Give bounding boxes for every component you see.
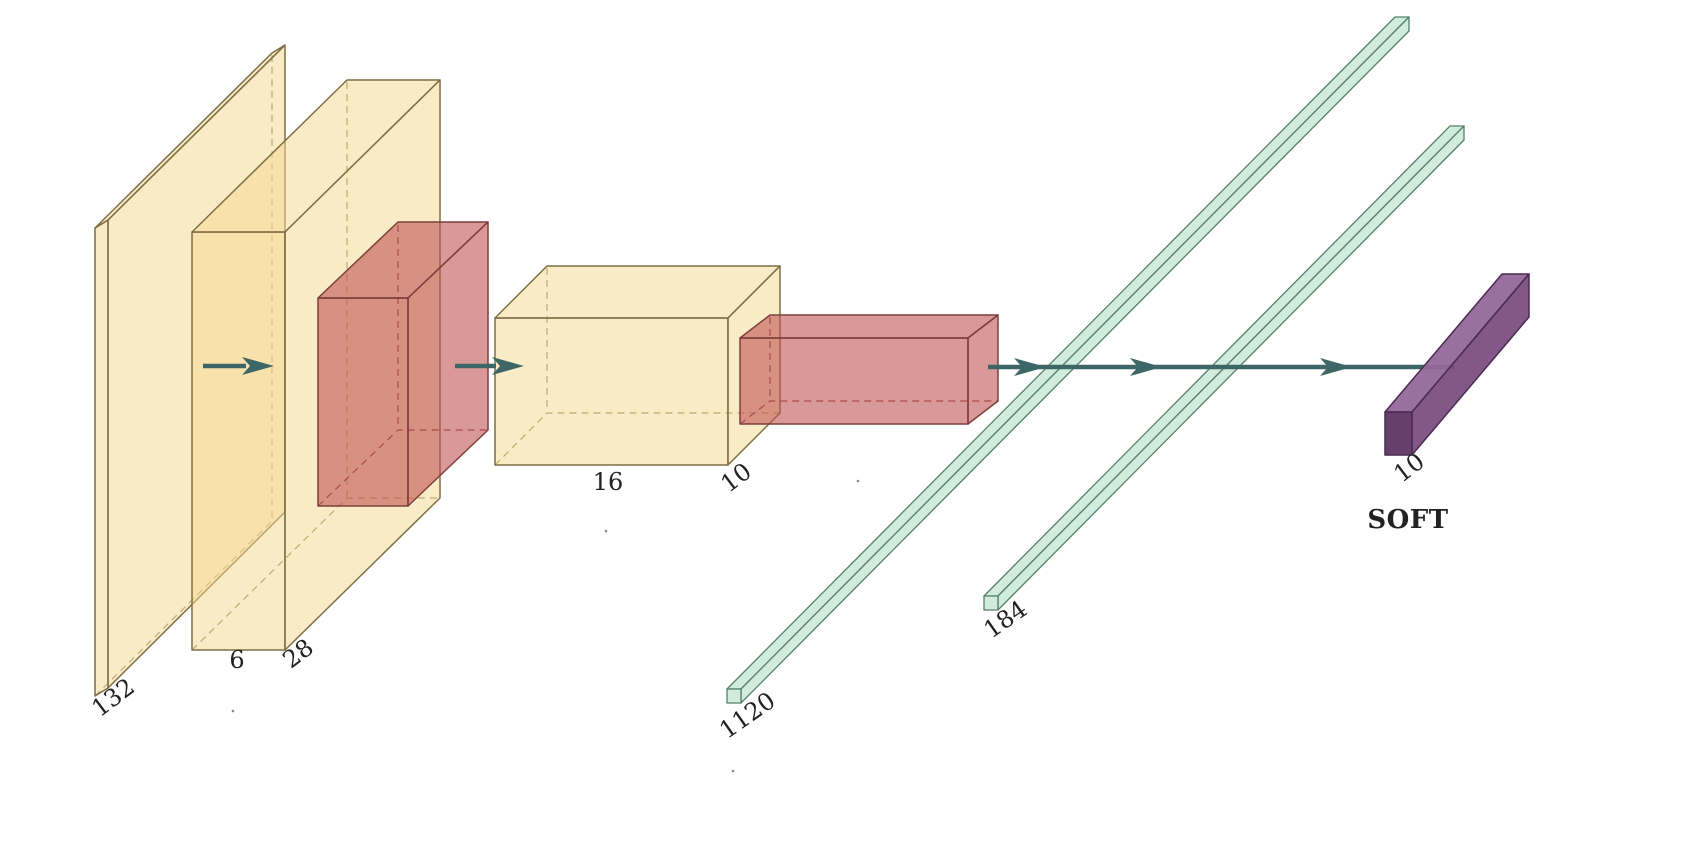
artifact-dot xyxy=(856,479,860,483)
pool2-front-face xyxy=(739,337,969,425)
fc2-end-cap xyxy=(983,595,999,611)
output-layer xyxy=(1384,273,1530,456)
conv2-layer xyxy=(494,265,781,466)
artifact-dots xyxy=(231,479,860,773)
pool1-layer xyxy=(317,221,489,507)
pool2-layer xyxy=(739,314,999,425)
arrowhead-icon xyxy=(242,357,274,375)
conv2-channels-label: 16 xyxy=(593,468,624,496)
artifact-dot xyxy=(231,709,235,713)
fc1-layer xyxy=(726,16,1410,704)
softmax-label: SOFT xyxy=(1367,505,1448,535)
conv1-front-face xyxy=(191,231,286,651)
fc1-end-cap xyxy=(726,688,742,704)
arrowhead-icon xyxy=(492,357,524,375)
flow-arrows xyxy=(203,357,1455,376)
arrowhead-icon xyxy=(1130,358,1162,376)
pool2-top-face xyxy=(739,314,999,339)
conv1-channels-label: 6 xyxy=(229,646,244,674)
arrowhead-icon xyxy=(1014,358,1046,376)
artifact-dot xyxy=(731,769,735,773)
artifact-dot xyxy=(604,529,608,533)
output-end-cap xyxy=(1384,411,1413,456)
input-left-face xyxy=(94,219,109,697)
arrowhead-icon xyxy=(1320,358,1352,376)
pool2-right-face xyxy=(967,314,999,425)
conv2-front-face xyxy=(494,317,729,466)
pool1-right-face xyxy=(407,221,489,507)
pool1-front-face xyxy=(317,297,409,507)
input-top-face xyxy=(94,44,286,229)
